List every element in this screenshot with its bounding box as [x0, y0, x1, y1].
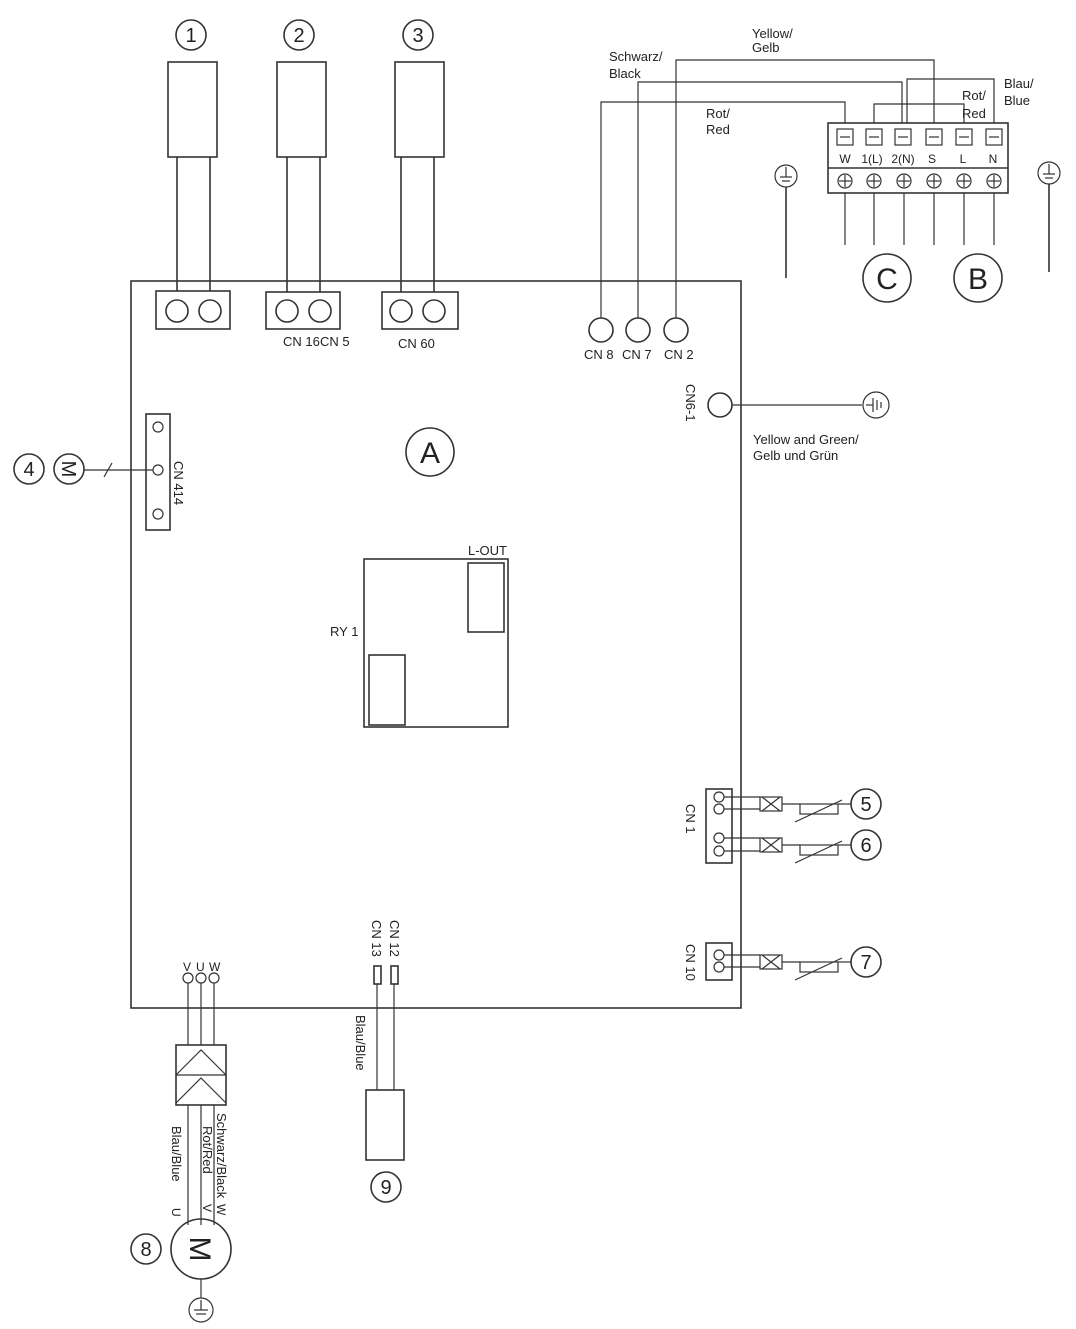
component-7: 7	[724, 946, 882, 981]
label-wire-v: V	[200, 1204, 214, 1212]
terminal-2n: 2(N)	[891, 152, 914, 166]
terminal-s: S	[928, 152, 936, 166]
label-cn2: CN 2	[664, 347, 694, 362]
relay-ry1: L-OUT RY 1	[330, 543, 509, 728]
component-5: 5	[724, 788, 882, 823]
label-yellow-2: Gelb	[752, 40, 779, 55]
board-label-circle	[405, 427, 455, 477]
label-pin-u: U	[196, 960, 205, 974]
label-motor-blue: Blau/Blue	[169, 1126, 184, 1182]
label-pin-v: V	[183, 960, 191, 974]
callout-9: 9	[380, 1177, 391, 1199]
callout-5: 5	[860, 794, 871, 816]
label-yellow-1: Yellow/	[752, 26, 793, 41]
label-cn7: CN 7	[622, 347, 652, 362]
component-8: 8 M	[130, 1218, 232, 1298]
label-cn6-1: CN6-1	[683, 384, 698, 422]
connector-cn13-cn12: CN 13 CN 12 Blau/Blue	[353, 920, 402, 1090]
component-3: 3 CN 60	[381, 19, 459, 351]
motor-4-symbol: M	[57, 461, 79, 478]
callout-4: 4	[23, 459, 34, 481]
terminal-n: N	[989, 152, 998, 166]
terminal-w: W	[839, 152, 851, 166]
connector-cn414: CN 414	[84, 413, 186, 531]
label-cn12: CN 12	[387, 920, 402, 957]
label-wire-u: U	[169, 1208, 183, 1217]
callout-3: 3	[412, 25, 423, 47]
label-motor-red: Rot/Red	[200, 1126, 215, 1174]
label-b-circle	[953, 253, 1003, 303]
callout-8: 8	[140, 1239, 151, 1261]
label-cn13: CN 13	[369, 920, 384, 957]
label-cn1: CN 1	[683, 804, 698, 834]
label-cn5: CN 5	[320, 334, 350, 349]
label-red-b2: Red	[962, 106, 986, 121]
ground-icon	[188, 1297, 214, 1323]
label-b: B	[968, 263, 988, 296]
terminal-l: L	[960, 152, 967, 166]
label-cn16: CN 16	[283, 334, 320, 349]
board-label: A	[420, 437, 440, 470]
fan-motor-connector: V U W Schwarz/Black Rot/Red Blau/Blue W …	[169, 960, 229, 1225]
label-blue-2: Blue	[1004, 93, 1030, 108]
terminal-block: W 1(L) 2(N) S L N	[827, 122, 1009, 245]
power-wiring: Yellow/ Gelb Schwarz/ Black Rot/ Red Rot…	[600, 26, 1034, 318]
label-black-2: Black	[609, 66, 641, 81]
label-cn414: CN 414	[171, 461, 186, 505]
label-blue-1: Blau/	[1004, 76, 1034, 91]
label-c-circle	[862, 253, 912, 303]
label-motor-black: Schwarz/Black	[214, 1113, 229, 1199]
component-2: 2 CN 16 CN 5	[265, 19, 350, 349]
label-c: C	[876, 263, 898, 296]
callout-1: 1	[185, 25, 196, 47]
label-red-b1: Rot/	[962, 88, 986, 103]
component-6: 6	[724, 829, 882, 864]
label-l-out: L-OUT	[468, 543, 507, 558]
label-cn10: CN 10	[683, 944, 698, 981]
label-ry1: RY 1	[330, 624, 358, 639]
connector-cn6-1: CN6-1 Yellow and Green/ Gelb und Grün	[683, 384, 890, 463]
fan-motor-symbol: M	[183, 1237, 216, 1262]
component-9: 9	[365, 1089, 405, 1203]
label-black-1: Schwarz/	[609, 49, 663, 64]
label-pin-w: W	[209, 960, 221, 974]
label-cn8: CN 8	[584, 347, 614, 362]
connector-cn8-cn7-cn2: CN 8 CN 7 CN 2	[584, 317, 694, 362]
label-ground-2: Gelb und Grün	[753, 448, 838, 463]
label-wire-w: W	[214, 1204, 228, 1216]
label-cn13-wire: Blau/Blue	[353, 1015, 368, 1071]
ground-icon	[1037, 161, 1061, 272]
label-ground-1: Yellow and Green/	[753, 432, 859, 447]
ground-icon	[774, 164, 798, 278]
component-4: 4 M	[13, 453, 85, 485]
terminal-1l: 1(L)	[861, 152, 882, 166]
label-cn60: CN 60	[398, 336, 435, 351]
callout-2: 2	[293, 25, 304, 47]
callout-6: 6	[860, 835, 871, 857]
component-1: 1	[155, 19, 231, 330]
callout-7: 7	[860, 952, 871, 974]
label-red-1: Rot/	[706, 106, 730, 121]
label-red-2: Red	[706, 122, 730, 137]
connector-cn10: CN 10	[683, 942, 733, 981]
